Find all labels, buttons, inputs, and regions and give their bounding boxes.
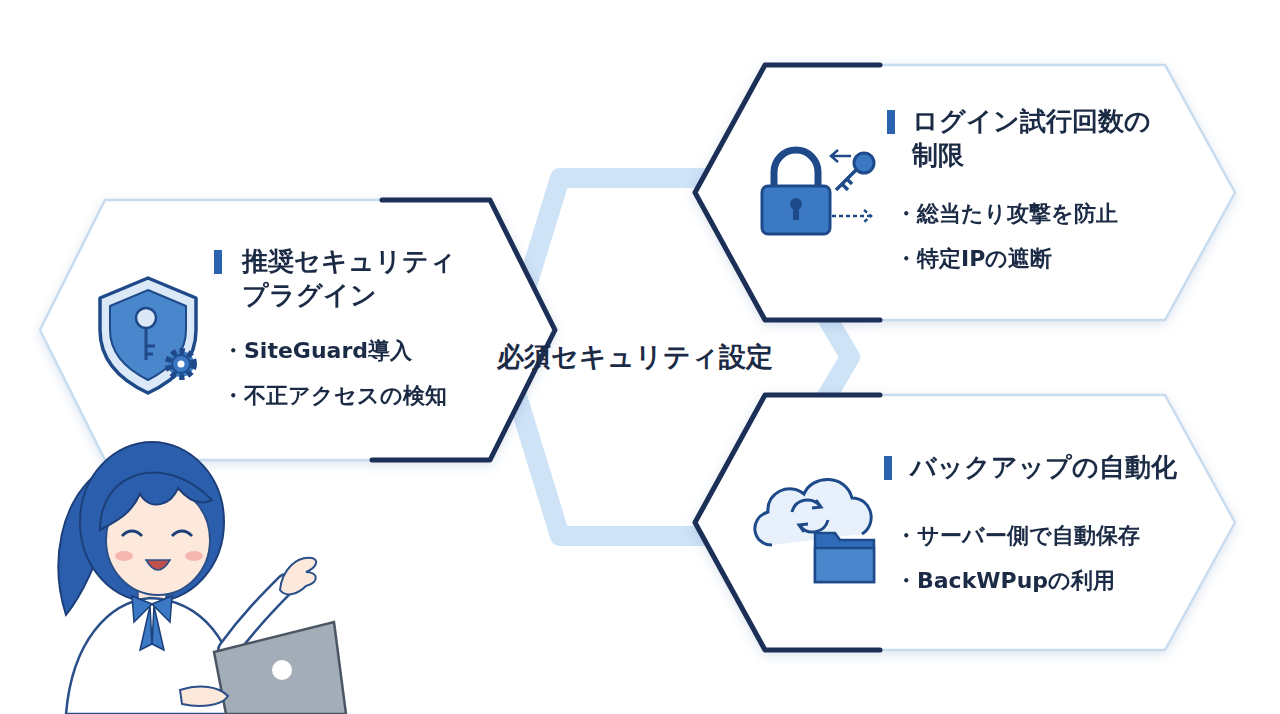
neck [138,580,166,606]
panel-outline [40,200,555,460]
heading-marker [884,456,892,480]
hexagon-panel: ログイン試行回数の 制限・総当たり攻撃を防止・特定IPの遮断 [695,65,1235,320]
panel-outline [695,65,1235,320]
sleeve [228,584,286,650]
key-shaft [836,170,856,190]
panel-outline [695,395,1235,650]
key-shaft [146,328,155,360]
bullet-item: ・総当たり攻撃を防止 [895,199,1215,228]
mouth [146,560,170,570]
arrow-left [831,150,851,162]
bullet-item: ・SiteGuard導入 [222,336,542,365]
lock-shackle [774,150,818,190]
node-outline [695,395,1235,650]
hair-back [80,442,224,602]
gear-hole [178,361,185,368]
bow-ribbon [140,606,164,650]
ponytail [58,468,110,615]
heading-marker [887,110,895,134]
laptop [214,622,346,714]
blouse [66,598,246,714]
bullet-item: ・BackWPupの利用 [895,566,1215,595]
keyhole-slot [793,206,799,220]
panel-accent-bracket [695,65,880,320]
bangs [100,473,212,530]
panel-accent-bracket [695,395,880,650]
smiling-eyes [122,531,192,536]
bullet-item: ・サーバー側で自動保存 [895,521,1215,550]
typing-hand [180,687,228,706]
center-title: 必須セキュリティ設定 [497,340,817,374]
panel-heading: 推奨セキュリティ プラグイン [242,244,462,312]
heading-marker [214,250,222,274]
raised-hand [280,558,316,595]
key-head [854,153,874,173]
shield-outline [100,278,196,393]
sync-arrows [792,500,828,532]
arrow-right [832,210,871,222]
cheek [185,551,203,561]
cheek [115,551,133,561]
hexagon-panel: 推奨セキュリティ プラグイン・SiteGuard導入・不正アクセスの検知 [40,200,555,460]
cloud-icon [755,479,874,582]
lock-body [762,186,830,234]
bullet-item: ・特定IPの遮断 [895,244,1215,273]
bow [132,596,172,622]
face [106,485,210,595]
folder-back [815,533,874,582]
gear-body [172,355,190,373]
shield-inner [110,290,186,380]
hexagon-panel: バックアップの自動化・サーバー側で自動保存・BackWPupの利用 [695,395,1235,650]
arm [228,584,286,650]
shield-icon [100,278,196,393]
panel-heading: ログイン試行回数の 制限 [912,104,1157,172]
gear-teeth [168,351,194,377]
keyhole [790,198,802,210]
key-head [136,308,156,328]
bullet-item: ・不正アクセスの検知 [222,381,542,410]
lock-icon [762,150,874,234]
sync-heads [799,500,821,532]
node-outline [40,200,555,460]
node-outline [695,65,1235,320]
panel-heading: バックアップの自動化 [910,450,1210,484]
cloud-outline [755,479,871,545]
folder-front [815,548,874,582]
laptop-logo [272,660,292,680]
